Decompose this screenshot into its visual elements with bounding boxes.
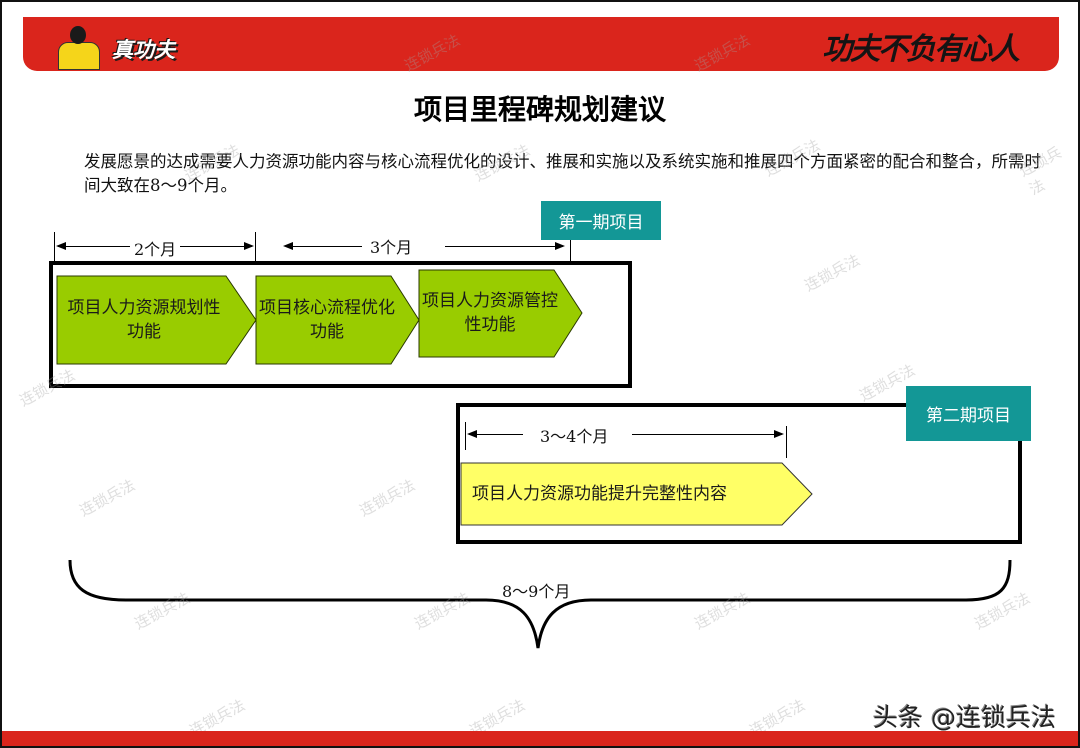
phase1-step-3: 项目人力资源管控性功能 xyxy=(418,269,584,359)
step-label: 项目人力资源规划性功能 xyxy=(67,298,221,342)
phase1-step-2: 项目核心流程优化功能 xyxy=(255,275,421,365)
step-label: 项目人力资源功能提升完整性内容 xyxy=(472,484,727,504)
span-tick xyxy=(255,232,256,262)
phase1-step-1: 项目人力资源规划性功能 xyxy=(56,275,258,365)
arrow-right-icon xyxy=(555,242,565,250)
logo-text: 真功夫 xyxy=(112,38,175,62)
curly-brace-icon xyxy=(68,559,1012,649)
span-tick xyxy=(465,422,466,450)
intro-paragraph: 发展愿景的达成需要人力资源功能内容与核心流程优化的设计、推展和实施以及系统实施和… xyxy=(84,152,1041,195)
footer-bar xyxy=(2,731,1078,746)
total-duration-label: 8～9个月 xyxy=(502,582,571,601)
chevron-shape-icon xyxy=(255,275,420,365)
span-tick xyxy=(54,232,55,262)
header-bar xyxy=(23,17,1059,71)
arrow-right-icon xyxy=(244,242,254,250)
watermark: 连锁兵法 xyxy=(356,475,418,520)
span-label-3-4-months: 3～4个月 xyxy=(536,423,613,447)
chevron-shape-icon xyxy=(460,462,813,526)
span-tick xyxy=(570,240,571,262)
phase2-container xyxy=(456,403,1022,544)
span-arrow-line xyxy=(632,434,782,435)
span-arrow-line xyxy=(287,246,362,247)
watermark: 连锁兵法 xyxy=(801,250,863,295)
step-label: 项目人力资源管控性功能 xyxy=(422,291,558,335)
span-arrow-line xyxy=(445,246,563,247)
span-label-2-months: 2个月 xyxy=(130,236,181,260)
phase1-container xyxy=(49,261,632,388)
brand-logo: 真功夫 xyxy=(48,20,175,70)
kungfu-figure-icon xyxy=(48,22,108,70)
arrow-right-icon xyxy=(774,430,784,438)
arrow-left-icon xyxy=(283,242,293,250)
arrow-left-icon xyxy=(56,242,66,250)
span-arrow-line xyxy=(469,434,523,435)
brand-slogan: 功夫不负有心人 xyxy=(822,32,1020,67)
phase1-tag: 第一期项目 xyxy=(541,201,661,240)
watermark: 连锁兵法 xyxy=(76,475,138,520)
span-label-3-months: 3个月 xyxy=(366,234,417,258)
phase2-step-1: 项目人力资源功能提升完整性内容 xyxy=(460,462,814,526)
chevron-shape-icon xyxy=(56,275,257,365)
page-title: 项目里程碑规划建议 xyxy=(413,93,666,126)
chevron-shape-icon xyxy=(418,269,583,358)
step-label: 项目核心流程优化功能 xyxy=(259,298,395,342)
arrow-left-icon xyxy=(467,430,477,438)
phase2-tag: 第二期项目 xyxy=(906,386,1031,441)
footer-credit: 头条 @连锁兵法 xyxy=(873,703,1056,732)
span-tick xyxy=(786,426,787,458)
